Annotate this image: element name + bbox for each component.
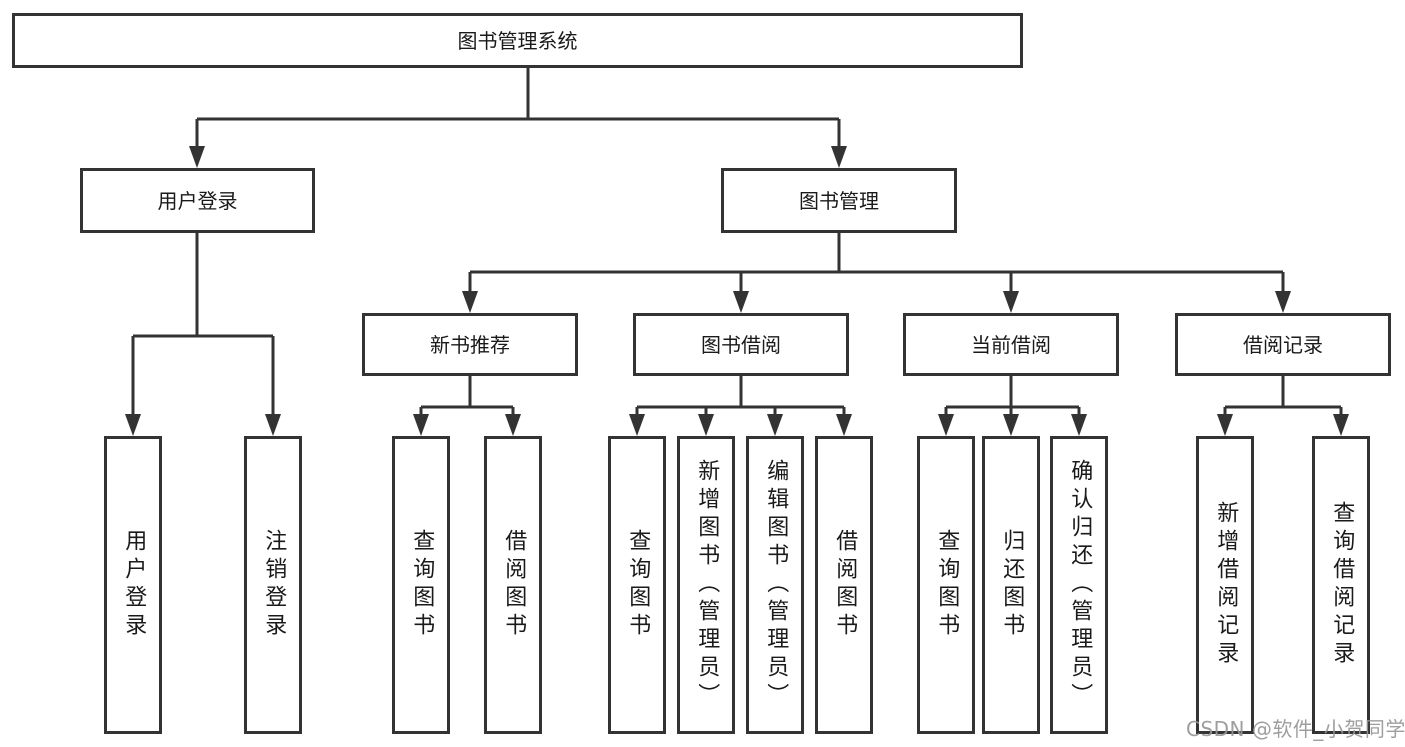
node-label: 借阅图书 — [832, 529, 858, 641]
node-label: 借阅图书 — [501, 529, 527, 641]
leaf-query-books-current: 查询图书 — [917, 436, 975, 734]
leaf-borrow-books-borrowing: 借阅图书 — [815, 436, 873, 734]
node-label: 用户登录 — [157, 188, 238, 213]
csdn-watermark: CSDN @软件_小贺同学 — [1186, 717, 1405, 741]
leaf-query-borrow-record: 查询借阅记录 — [1312, 436, 1370, 734]
node-label: 查询图书 — [625, 529, 651, 641]
leaf-add-borrow-record: 新增借阅记录 — [1196, 436, 1254, 734]
node-label: 图书管理系统 — [457, 28, 578, 53]
node-label: 用户登录 — [121, 529, 147, 641]
node-current-borrowing: 当前借阅 — [903, 313, 1119, 376]
node-label: 图书借阅 — [701, 332, 781, 357]
leaf-query-books-borrowing: 查询图书 — [608, 436, 666, 734]
node-label: 新增借阅记录 — [1213, 501, 1239, 669]
node-label: 查询图书 — [934, 529, 960, 641]
node-label: 借阅记录 — [1243, 332, 1323, 357]
leaf-return-book: 归还图书 — [982, 436, 1040, 734]
node-label: 新书推荐 — [430, 332, 510, 357]
node-borrowing-records: 借阅记录 — [1175, 313, 1391, 376]
node-user-login: 用户登录 — [80, 168, 315, 233]
node-label: 注销登录 — [261, 529, 287, 641]
node-library-system: 图书管理系统 — [12, 13, 1023, 68]
node-label: 当前借阅 — [971, 332, 1051, 357]
node-book-borrowing: 图书借阅 — [633, 313, 849, 376]
node-label: 确认归还（管理员） — [1067, 459, 1093, 711]
node-label: 图书管理 — [799, 188, 879, 213]
leaf-user-login: 用户登录 — [104, 436, 162, 734]
leaf-add-book-admin: 新增图书（管理员） — [677, 436, 735, 734]
node-label: 查询图书 — [409, 529, 435, 641]
node-label: 编辑图书（管理员） — [763, 459, 789, 711]
leaf-edit-book-admin: 编辑图书（管理员） — [746, 436, 804, 734]
leaf-confirm-return-admin: 确认归还（管理员） — [1050, 436, 1108, 734]
node-new-book-recommend: 新书推荐 — [362, 313, 578, 376]
node-label: 归还图书 — [999, 529, 1025, 641]
leaf-logout: 注销登录 — [244, 436, 302, 734]
node-label: 新增图书（管理员） — [694, 459, 720, 711]
node-book-management: 图书管理 — [721, 168, 957, 233]
node-label: 查询借阅记录 — [1329, 501, 1355, 669]
leaf-query-books-recommend: 查询图书 — [392, 436, 450, 734]
leaf-borrow-books-recommend: 借阅图书 — [484, 436, 542, 734]
